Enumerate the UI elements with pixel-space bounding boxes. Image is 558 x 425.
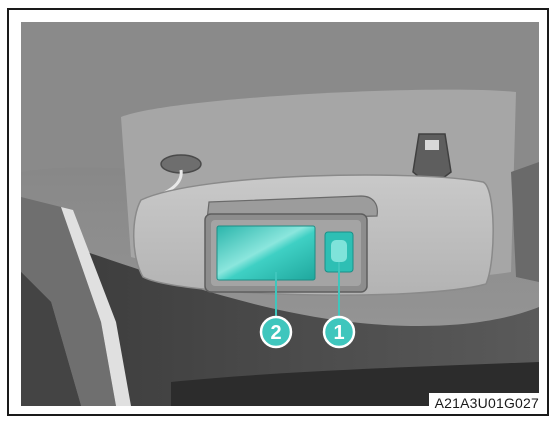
callout-2: 2 (261, 317, 291, 347)
callout-1: 1 (324, 317, 354, 347)
callout-2-number: 2 (270, 322, 281, 344)
figure-code: A21A3U01G027 (429, 393, 545, 412)
sun-visor-illustration: 2 1 (21, 22, 539, 406)
mirror-lamp-lens (331, 240, 347, 262)
visor-clip-highlight (425, 140, 439, 150)
callout-1-number: 1 (333, 322, 344, 344)
figure-frame: 2 1 A21A3U01G027 (7, 8, 549, 416)
vanity-mirror (217, 226, 315, 280)
